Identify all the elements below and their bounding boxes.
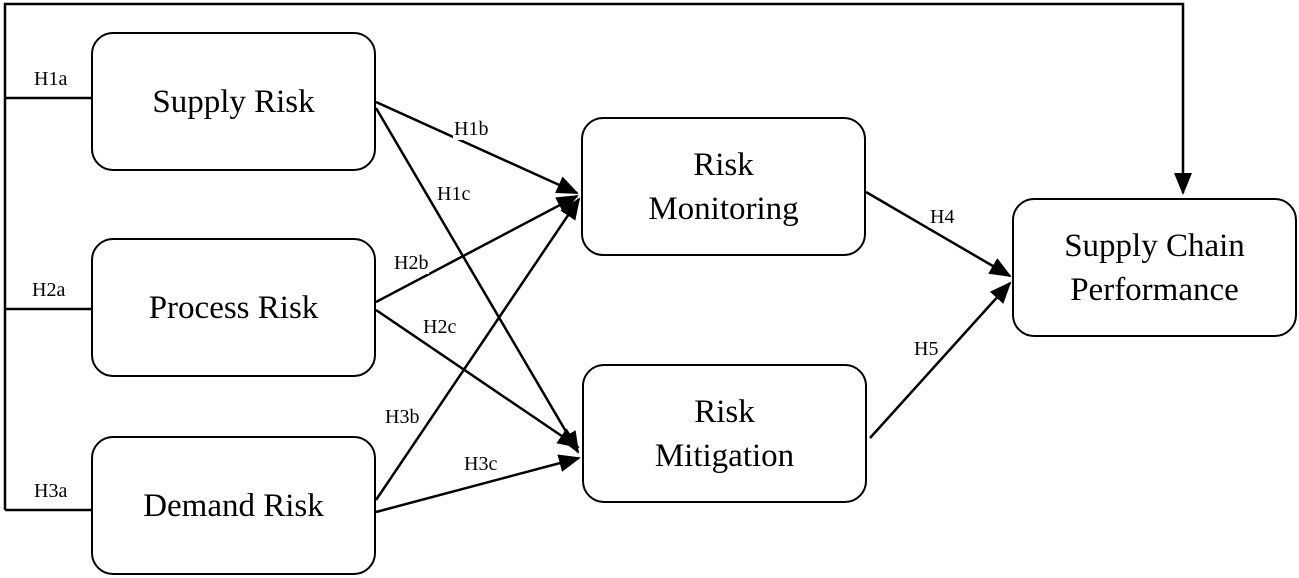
hypothesis-label-h3a: H3a xyxy=(33,480,69,502)
hypothesis-label-h2a: H2a xyxy=(31,279,67,301)
risk-mitigation-node: Risk Mitigation xyxy=(582,364,867,503)
edge-h5 xyxy=(869,281,1012,439)
edge-h2b xyxy=(375,194,579,304)
hypothesis-label-h1c: H1c xyxy=(436,183,472,205)
supply-risk-label: Supply Risk xyxy=(152,83,315,120)
edge-h3b xyxy=(374,197,581,501)
edge-h1b xyxy=(375,100,579,195)
hypothesis-label-h2c: H2c xyxy=(422,316,458,338)
process-risk-node: Process Risk xyxy=(91,238,376,377)
demand-risk-label: Demand Risk xyxy=(143,487,324,524)
risk-mitigation-label-line1: Risk xyxy=(694,393,755,430)
edge-h3c xyxy=(375,454,581,514)
hypothesis-label-h5: H5 xyxy=(913,338,940,360)
risk-mitigation-label-line2: Mitigation xyxy=(654,437,795,474)
hypothesis-label-h3b: H3b xyxy=(384,406,421,428)
hypothesis-label-h2b: H2b xyxy=(393,252,430,274)
supply-chain-performance-node: Supply Chain Performance xyxy=(1012,198,1297,337)
edge-h2c xyxy=(375,308,580,449)
edge-h1c xyxy=(374,107,580,454)
hypothesis-label-h4: H4 xyxy=(929,206,956,228)
edge-h4 xyxy=(865,190,1012,278)
risk-monitoring-label-line2: Monitoring xyxy=(648,190,799,227)
hypothesis-label-h3c: H3c xyxy=(463,453,499,475)
supply-chain-performance-label-line2: Performance xyxy=(1070,271,1239,308)
process-risk-label: Process Risk xyxy=(148,289,319,326)
hypothesis-label-h1b: H1b xyxy=(453,118,490,140)
direct-effect-bus-line xyxy=(3,2,1192,510)
risk-monitoring-label-line1: Risk xyxy=(693,146,754,183)
risk-monitoring-node: Risk Monitoring xyxy=(581,117,866,256)
hypothesis-label-h1a: H1a xyxy=(33,68,69,90)
demand-risk-node: Demand Risk xyxy=(91,436,376,575)
supply-risk-node: Supply Risk xyxy=(91,32,376,171)
supply-chain-performance-label-line1: Supply Chain xyxy=(1064,227,1245,264)
